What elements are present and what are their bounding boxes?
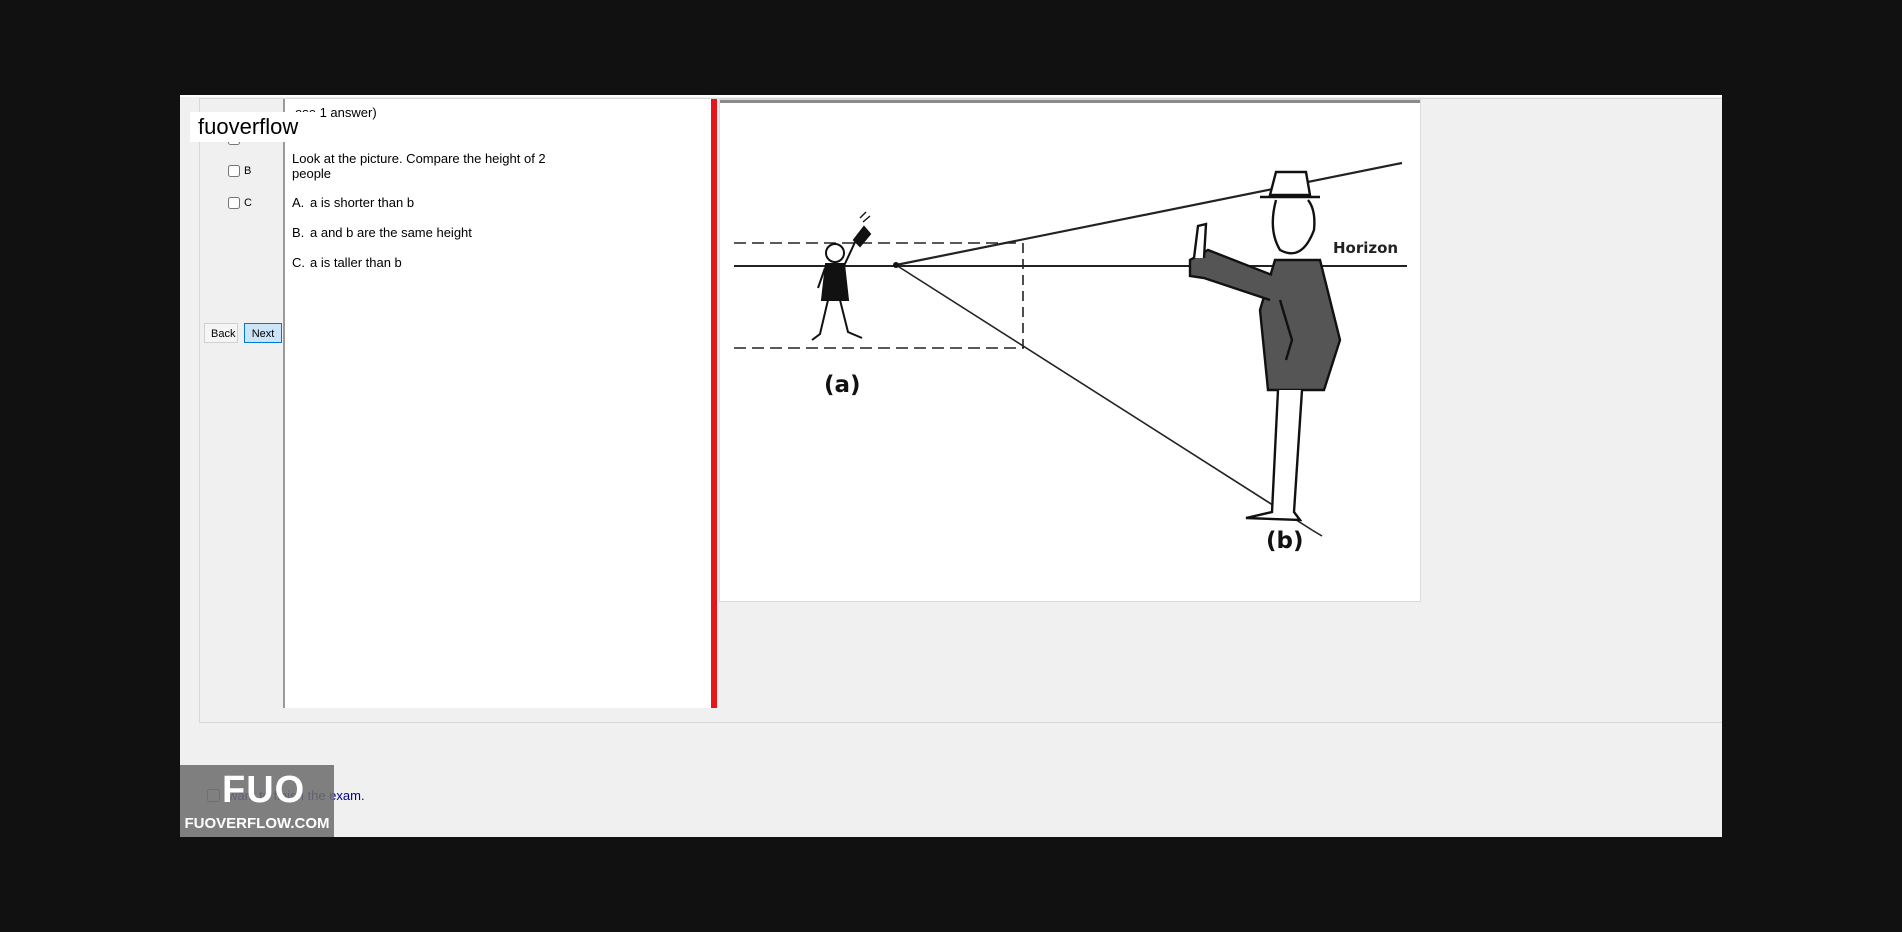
back-button[interactable]: Back bbox=[204, 323, 238, 343]
answer-checkbox-b[interactable] bbox=[228, 165, 240, 178]
question-image-panel: (a) (b) Horizon bbox=[719, 99, 1421, 602]
horizon-label: Horizon bbox=[1333, 239, 1398, 257]
window-top-border bbox=[180, 95, 1722, 97]
answer-label-c: C bbox=[244, 197, 252, 210]
question-panel: ose 1 answer) Look at the picture. Compa… bbox=[283, 99, 711, 708]
answer-checkbox-c[interactable] bbox=[228, 197, 240, 210]
image-top-strip bbox=[720, 100, 1420, 103]
top-ray bbox=[895, 161, 1403, 267]
fuoverflow-logo: FUO FUOVERFLOW.COM bbox=[180, 765, 334, 837]
label-b: (b) bbox=[1266, 528, 1304, 554]
answer-label-b: B bbox=[244, 165, 252, 178]
question-option-c: C. a is taller than b bbox=[292, 255, 402, 270]
logo-url: FUOVERFLOW.COM bbox=[184, 815, 330, 832]
question-option-text: a is shorter than b bbox=[310, 195, 415, 210]
watermark-site-name: fuoverflow bbox=[190, 112, 318, 142]
ray-end bbox=[1311, 529, 1323, 537]
question-option-b: B. a and b are the same height bbox=[292, 225, 472, 240]
next-button[interactable]: Next bbox=[244, 323, 282, 343]
person-b bbox=[1188, 170, 1342, 522]
question-option-letter: B. bbox=[292, 225, 305, 240]
label-a: (a) bbox=[824, 372, 861, 398]
content-frame bbox=[199, 98, 1722, 723]
question-option-letter: C. bbox=[292, 255, 305, 270]
answer-option-b[interactable]: B bbox=[228, 165, 288, 181]
question-option-text: a is taller than b bbox=[310, 255, 402, 270]
panel-splitter[interactable] bbox=[711, 99, 717, 708]
question-option-letter: A. bbox=[292, 195, 305, 210]
vanishing-point bbox=[893, 262, 899, 268]
question-option-text: a and b are the same height bbox=[310, 225, 472, 240]
person-a bbox=[811, 211, 872, 341]
logo-mark: FUO bbox=[222, 769, 306, 811]
question-text: Look at the picture. Compare the height … bbox=[292, 151, 546, 181]
perspective-illustration: (a) (b) Horizon bbox=[734, 161, 1407, 554]
question-option-a: A. a is shorter than b bbox=[292, 195, 414, 210]
bottom-ray bbox=[895, 264, 1313, 531]
answer-option-c[interactable]: C bbox=[228, 197, 288, 213]
